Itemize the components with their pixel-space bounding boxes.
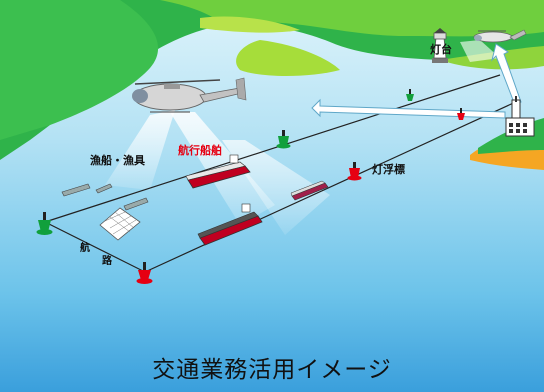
image-caption: 交通業務活用イメージ (152, 357, 392, 383)
lighthouse-icon (432, 28, 448, 63)
buoy-red-bottom (136, 262, 153, 284)
fishing-boat-icon-3 (123, 197, 149, 211)
helicopter-icon (132, 77, 247, 113)
ship-icon-1 (185, 154, 251, 189)
buoy-red-far (457, 108, 465, 120)
fishing-boat-icon-1 (61, 183, 91, 197)
ship-icon-2 (197, 203, 263, 246)
route-label-char-2: 路 (102, 256, 112, 267)
lighthouse-label: 灯台 (430, 43, 452, 56)
buoy-green-left (36, 212, 53, 235)
fishing-boats-label: 漁船・漁具 (90, 154, 145, 167)
fishing-boat-icon-2 (95, 183, 113, 194)
buoy-green-far (406, 89, 414, 101)
radar-station-icon (505, 96, 535, 137)
ship-icon-3 (290, 180, 329, 201)
buoy-green-middle (276, 130, 291, 149)
drone-beam (460, 40, 500, 62)
fishing-net-icon (99, 207, 141, 241)
light-buoy-label: 灯浮標 (372, 163, 405, 176)
navigating-ships-label: 航行船舶 (178, 144, 222, 157)
ship-scan-beam (222, 140, 330, 235)
land-background (0, 0, 544, 170)
drone-icon (473, 29, 527, 43)
route-label-char-1: 航 (80, 243, 90, 254)
buoy-red-middle (347, 162, 362, 181)
helicopter-scan-beam-left (105, 110, 175, 190)
communication-arrows (311, 43, 522, 119)
